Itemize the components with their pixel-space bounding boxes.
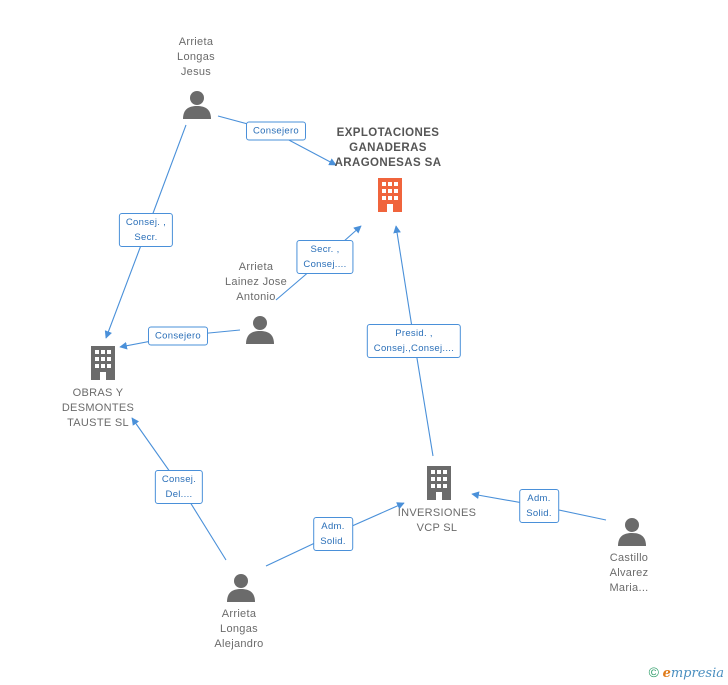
person-label-jesus[interactable]: Arrieta Longas Jesus [177, 36, 215, 78]
company-label-obras[interactable]: OBRAS Y DESMONTES TAUSTE SL [61, 387, 135, 429]
person-label-castillo[interactable]: Castillo Alvarez Maria... [609, 552, 649, 594]
person-label-jose-antonio[interactable]: Arrieta Lainez Jose Antonio [224, 261, 288, 303]
edge-label-inversiones-explotaciones[interactable]: Presid. , Consej.,Consej.... [366, 324, 462, 358]
person-icon[interactable] [245, 315, 275, 345]
building-icon[interactable] [375, 178, 405, 212]
company-label-inversiones[interactable]: INVERSIONES VCP SL [397, 507, 477, 534]
person-icon[interactable] [182, 90, 212, 120]
person-icon[interactable] [617, 517, 647, 547]
copyright-symbol: © [648, 664, 659, 680]
edge-label-alejandro-obras[interactable]: Consej. Del.... [154, 470, 204, 504]
copyright-mark: © empresia [649, 664, 724, 681]
edge-label-castillo-inversiones[interactable]: Adm. Solid. [519, 489, 559, 523]
building-icon[interactable] [88, 346, 118, 380]
building-icon[interactable] [424, 466, 454, 500]
edge-label-jesus-explotaciones[interactable]: Consejero [245, 121, 307, 141]
company-label-explotaciones[interactable]: EXPLOTACIONES GANADERAS ARAGONESAS SA [334, 127, 442, 169]
edge-label-jesus-obras[interactable]: Consej. , Secr. [118, 213, 174, 247]
edge-label-jose-explotaciones[interactable]: Secr. , Consej.... [296, 240, 354, 274]
brand-name: mpresia [670, 666, 724, 681]
edge-label-jose-obras[interactable]: Consejero [147, 326, 209, 346]
edge-label-alejandro-inversiones[interactable]: Adm. Solid. [313, 517, 353, 551]
person-label-alejandro[interactable]: Arrieta Longas Alejandro [214, 608, 264, 650]
brand-initial: e [662, 666, 671, 681]
person-icon[interactable] [226, 573, 256, 603]
